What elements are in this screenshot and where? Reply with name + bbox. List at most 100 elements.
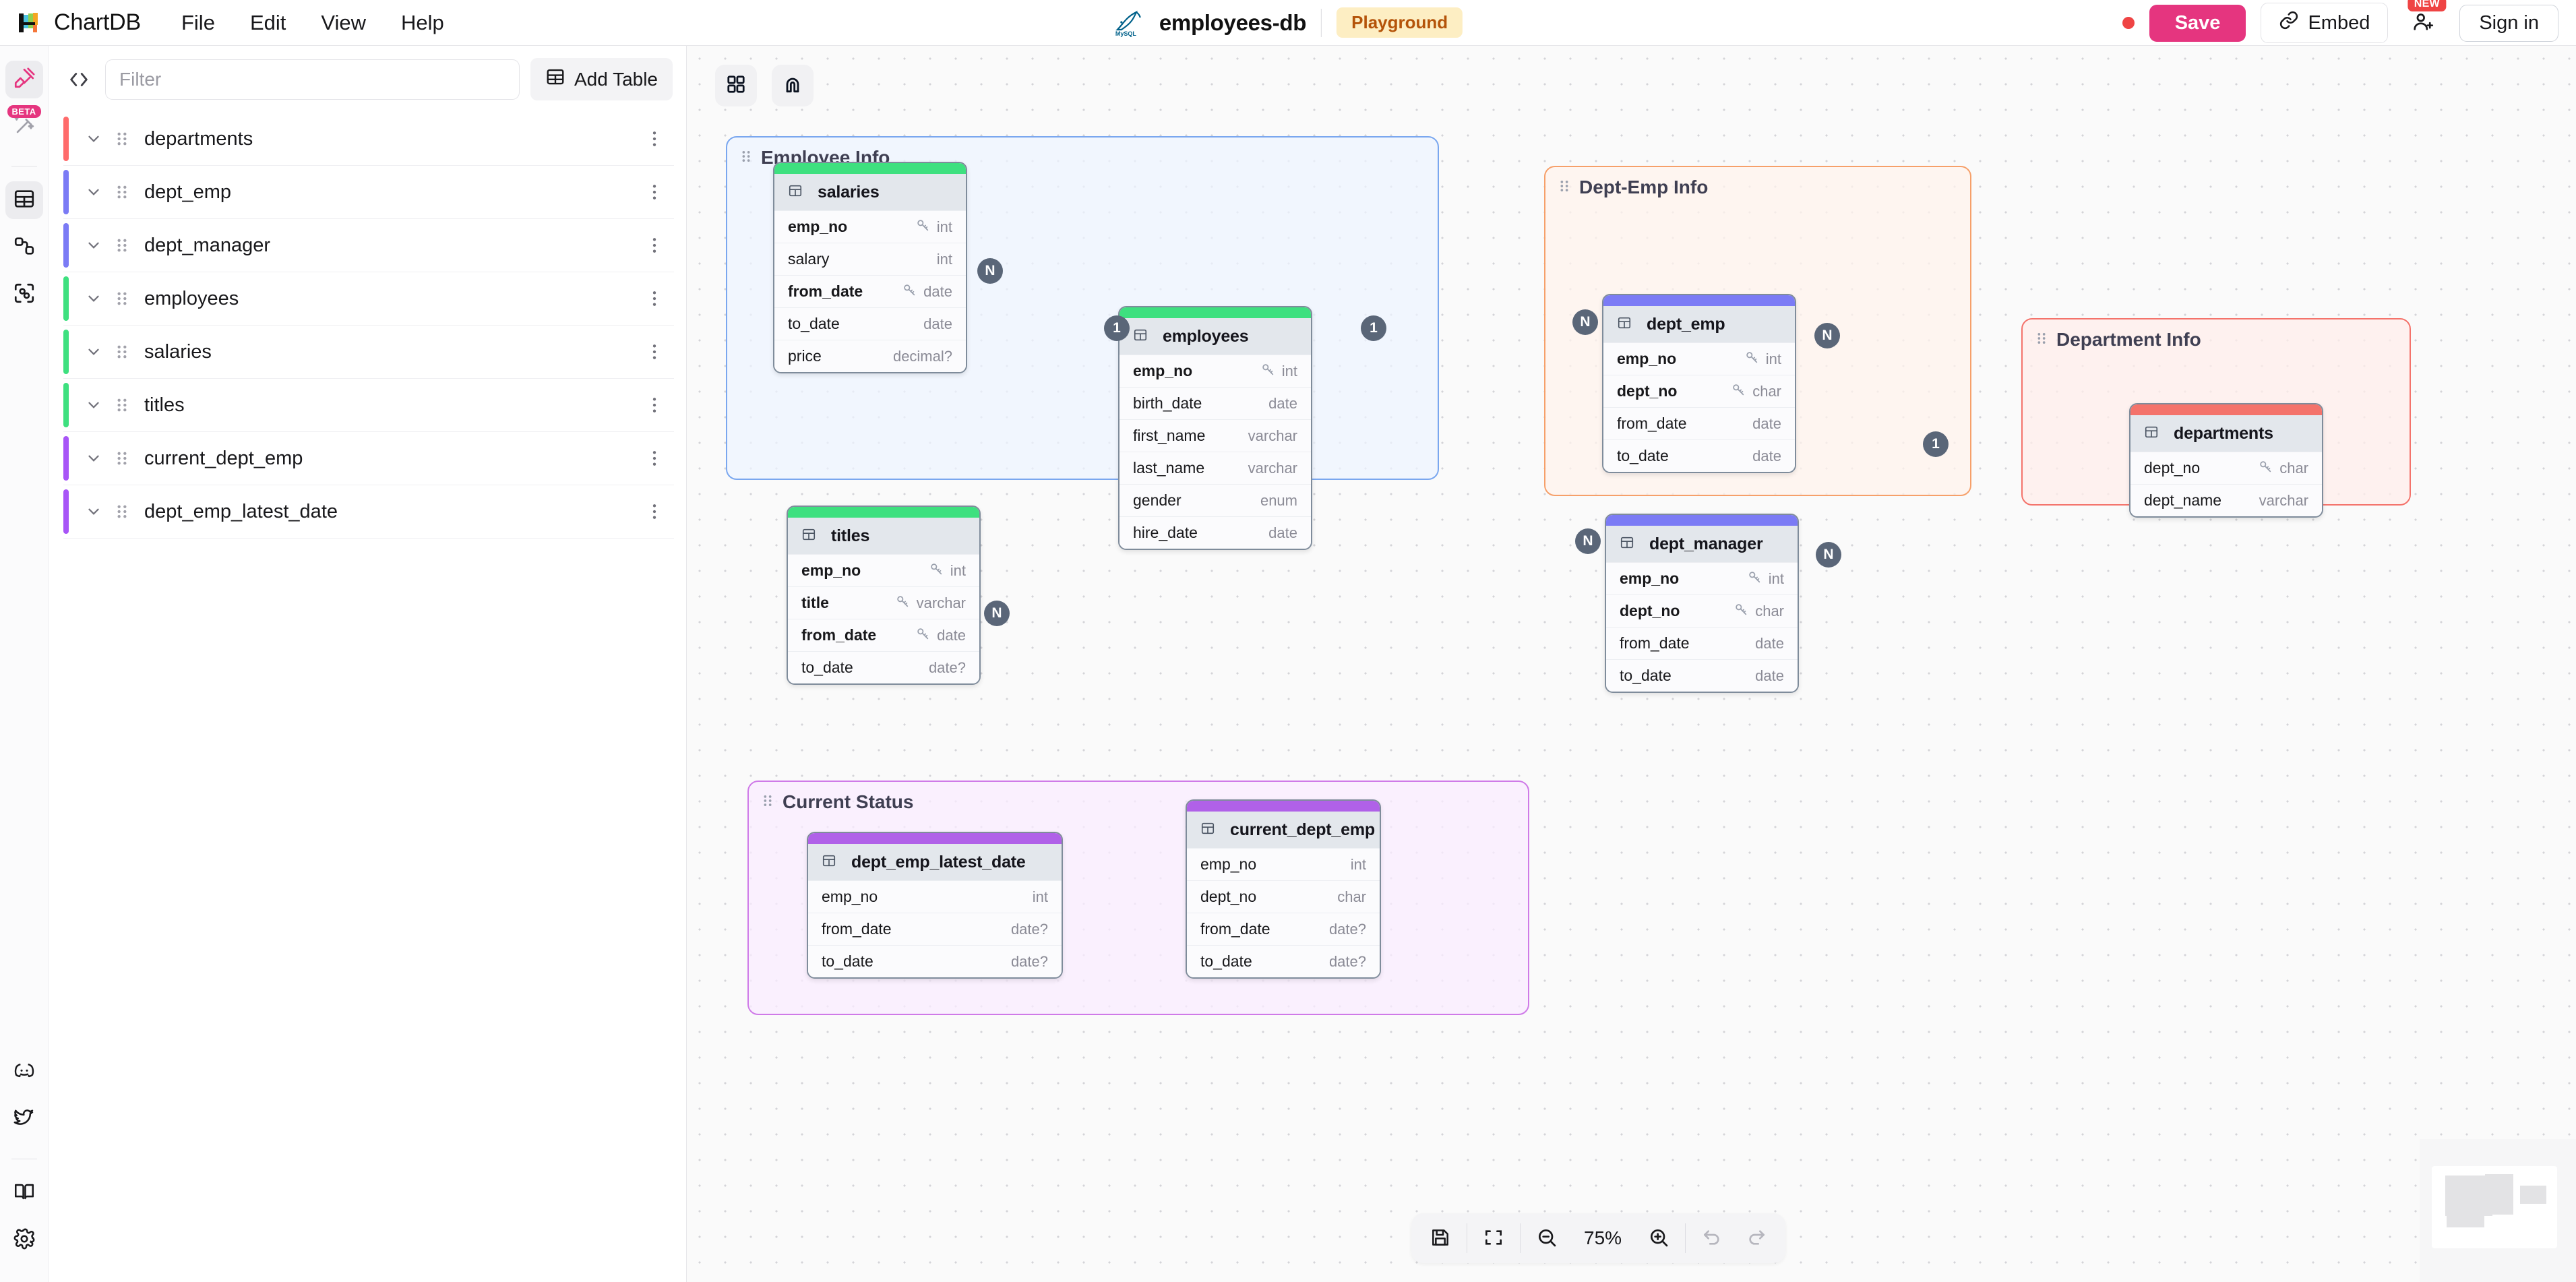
rail-item-discord[interactable] [5,1054,43,1091]
drag-handle-icon[interactable] [2036,329,2047,350]
chevron-down-icon[interactable] [85,450,102,467]
rail-item-diagram-editor[interactable] [5,61,43,98]
rail-item-tables[interactable] [5,181,43,219]
redo-button[interactable] [1734,1217,1779,1259]
drag-handle-icon[interactable] [115,183,129,201]
drag-handle-icon[interactable] [1559,177,1570,198]
rail-item-ai-magic[interactable]: BETA [5,105,43,146]
undo-button[interactable] [1690,1217,1734,1259]
code-brackets-icon[interactable] [63,64,94,95]
layout-grid-button[interactable] [715,65,757,106]
table-node-header[interactable]: dept_manager [1606,526,1798,562]
add-table-button[interactable]: Add Table [530,58,673,100]
save-diagram-button[interactable] [1418,1217,1463,1259]
rail-item-twitter[interactable] [5,1101,43,1138]
table-node-header[interactable]: dept_emp [1603,306,1795,342]
drag-handle-icon[interactable] [115,290,129,307]
menu-file[interactable]: File [181,10,215,34]
snap-magnet-button[interactable] [772,65,814,106]
zoom-in-button[interactable] [1636,1217,1681,1259]
row-options-icon[interactable] [647,503,662,520]
save-button[interactable]: Save [2149,4,2246,42]
sidebar-table-row[interactable]: dept_manager [63,219,674,272]
drag-handle-icon[interactable] [762,791,773,813]
rail-item-relationships[interactable] [5,228,43,266]
drag-handle-icon[interactable] [115,237,129,254]
table-node-header[interactable]: titles [788,518,979,554]
sign-in-button[interactable]: Sign in [2459,4,2558,42]
sidebar-table-row[interactable]: employees [63,272,674,326]
fit-to-screen-button[interactable] [1471,1217,1516,1259]
sidebar-table-row[interactable]: current_dept_emp [63,432,674,485]
menu-edit[interactable]: Edit [249,10,286,34]
zoom-level-label[interactable]: 75% [1584,1227,1622,1248]
sidebar-table-row[interactable]: dept_emp_latest_date [63,485,674,539]
zoom-out-button[interactable] [1525,1217,1569,1259]
drag-handle-icon[interactable] [115,130,129,148]
drag-handle-icon[interactable] [115,343,129,361]
row-options-icon[interactable] [647,130,662,148]
rail-item-dependencies[interactable] [5,276,43,313]
page-title[interactable]: employees-db [1159,9,1307,35]
chevron-down-icon[interactable] [85,130,102,148]
chevron-down-icon[interactable] [85,237,102,254]
table-node-header[interactable]: dept_emp_latest_date [808,844,1062,880]
sidebar-table-row[interactable]: titles [63,379,674,432]
row-options-icon[interactable] [647,237,662,254]
row-options-icon[interactable] [647,183,662,201]
filter-input[interactable] [105,59,520,100]
chevron-down-icon[interactable] [85,183,102,201]
rail-item-docs[interactable] [5,1174,43,1212]
drag-handle-icon[interactable] [115,503,129,520]
row-options-icon[interactable] [647,450,662,467]
row-options-icon[interactable] [647,396,662,414]
sidebar-table-row[interactable]: salaries [63,326,674,379]
sidebar-table-row[interactable]: dept_emp [63,166,674,219]
drag-handle-icon[interactable] [115,396,129,414]
chevron-down-icon[interactable] [85,396,102,414]
drag-handle-icon[interactable] [115,450,129,467]
table-node-header[interactable]: employees [1120,318,1311,355]
row-options-icon[interactable] [647,290,662,307]
menu-help[interactable]: Help [401,10,444,34]
drag-handle-icon[interactable] [741,147,752,169]
embed-button[interactable]: Embed [2261,3,2389,43]
chevron-down-icon[interactable] [85,503,102,520]
